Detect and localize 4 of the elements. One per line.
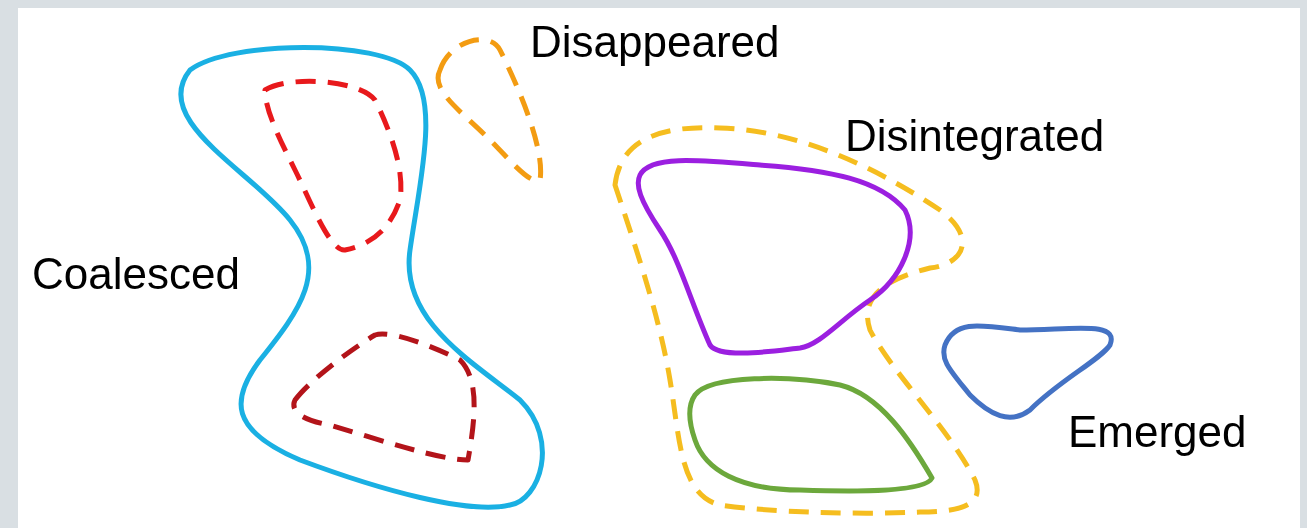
region-label: Coalesced bbox=[32, 252, 240, 296]
region-label: Disintegrated bbox=[845, 114, 1105, 158]
region-label: Disappeared bbox=[530, 20, 780, 64]
region-label: Emerged bbox=[1068, 410, 1247, 454]
